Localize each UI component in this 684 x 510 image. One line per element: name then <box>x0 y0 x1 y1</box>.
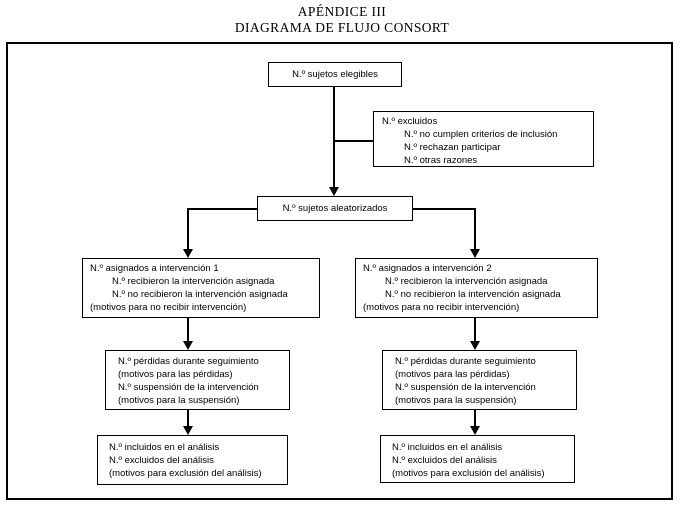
box-line: N.º pérdidas durante seguimiento <box>118 356 259 367</box>
arrowhead-down-analysis-2 <box>470 426 480 435</box>
box-followup-losses-2: N.º pérdidas durante seguimiento (motivo… <box>382 350 577 410</box>
connector-to-excluded <box>334 140 373 142</box>
diagram-title: DIAGRAMA DE FLUJO CONSORT <box>234 20 450 35</box>
box-line: N.º suspensión de la intervención <box>395 382 536 393</box>
connector-intervention1-to-followup1 <box>187 318 189 341</box>
box-line: N.º incluidos en el análisis <box>109 442 220 453</box>
box-excluded-subjects: N.º excluidos N.º no cumplen criterios d… <box>373 111 594 167</box>
page-title: APÉNDICE III DIAGRAMA DE FLUJO CONSORT <box>0 4 684 36</box>
box-line: N.º excluidos del análisis <box>109 455 214 466</box>
connector-eligible-to-randomized <box>333 87 335 187</box>
box-line: N.º excluidos <box>382 116 438 127</box>
box-line: N.º incluidos en el análisis <box>392 442 503 453</box>
box-eligible-subjects: N.º sujetos elegibles <box>268 62 402 87</box>
arrowhead-down-followup-1 <box>183 341 193 350</box>
appendix-title: APÉNDICE III <box>297 4 387 19</box>
diagram-border-frame <box>6 42 673 500</box>
connector-down-to-intervention-1 <box>187 208 189 249</box>
box-line: N.º suspensión de la intervención <box>118 382 259 393</box>
arrowhead-down-randomized <box>329 187 339 196</box>
box-line: N.º pérdidas durante seguimiento <box>395 356 536 367</box>
box-line: N.º asignados a intervención 2 <box>363 263 492 274</box>
box-intervention-2: N.º asignados a intervención 2 N.º recib… <box>355 258 598 318</box>
connector-randomized-right-branch <box>413 208 475 210</box>
box-analysis-2: N.º incluidos en el análisis N.º excluid… <box>380 435 575 483</box>
box-line: (motivos para no recibir intervención) <box>90 302 247 313</box>
box-line: (motivos para la suspensión) <box>395 395 517 406</box>
box-line: (motivos para las pérdidas) <box>118 369 233 380</box>
box-line: (motivos para la suspensión) <box>118 395 240 406</box>
box-randomized-subjects: N.º sujetos aleatorizados <box>257 196 413 221</box>
box-line: N.º no cumplen criterios de inclusión <box>404 129 558 140</box>
connector-randomized-left-branch <box>188 208 257 210</box>
box-line: N.º sujetos elegibles <box>292 69 378 80</box>
box-line: N.º asignados a intervención 1 <box>90 263 219 274</box>
box-line: (motivos para exclusión del análisis) <box>109 468 262 479</box>
box-line: N.º recibieron la intervención asignada <box>385 276 548 287</box>
box-line: N.º rechazan participar <box>404 142 501 153</box>
box-line: (motivos para las pérdidas) <box>395 369 510 380</box>
connector-followup1-to-analysis1 <box>187 410 189 426</box>
box-line: N.º no recibieron la intervención asigna… <box>385 289 561 300</box>
connector-down-to-intervention-2 <box>474 208 476 249</box>
box-line: N.º sujetos aleatorizados <box>282 203 388 214</box>
arrowhead-down-followup-2 <box>470 341 480 350</box>
box-line: N.º recibieron la intervención asignada <box>112 276 275 287</box>
box-line: (motivos para no recibir intervención) <box>363 302 520 313</box>
box-intervention-1: N.º asignados a intervención 1 N.º recib… <box>82 258 320 318</box>
box-line: N.º otras razones <box>404 155 478 166</box>
arrowhead-down-intervention-2 <box>470 249 480 258</box>
connector-intervention2-to-followup2 <box>474 318 476 341</box>
connector-followup2-to-analysis2 <box>474 410 476 426</box>
box-line: (motivos para exclusión del análisis) <box>392 468 545 479</box>
box-line: N.º no recibieron la intervención asigna… <box>112 289 288 300</box>
arrowhead-down-intervention-1 <box>183 249 193 258</box>
arrowhead-down-analysis-1 <box>183 426 193 435</box>
box-analysis-1: N.º incluidos en el análisis N.º excluid… <box>97 435 288 485</box>
box-followup-losses-1: N.º pérdidas durante seguimiento (motivo… <box>105 350 290 410</box>
box-line: N.º excluidos del análisis <box>392 455 497 466</box>
